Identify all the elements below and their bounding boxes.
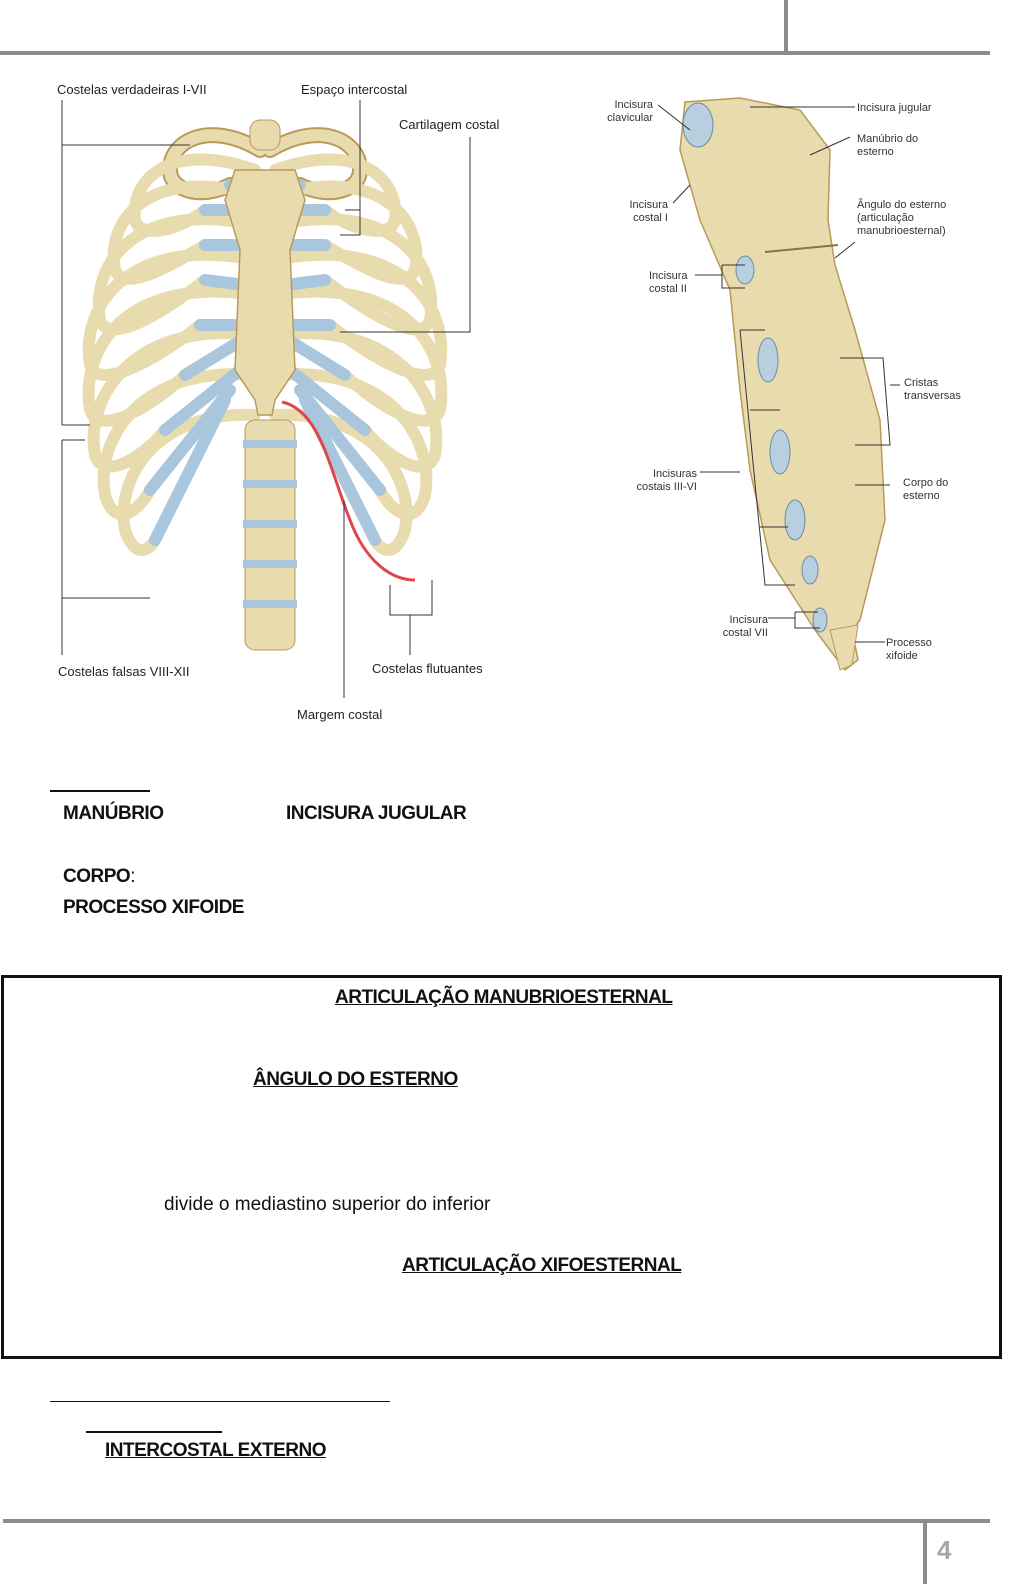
- label-line: Processo: [886, 637, 932, 649]
- heading-articulacao-xifoesternal: ARTICULAÇÃO XIFOESTERNAL: [402, 1255, 682, 1276]
- label-costelas-falsas: Costelas falsas VIII-XII: [58, 664, 190, 679]
- label-line: Ângulo do esterno: [857, 199, 947, 211]
- blank-line: [50, 1401, 390, 1402]
- label-costelas-verdadeiras: Costelas verdadeiras I-VII: [57, 82, 207, 97]
- text-processo-xifoide: PROCESSO XIFOIDE: [63, 897, 244, 918]
- label-costelas-flutuantes: Costelas flutuantes: [372, 661, 483, 676]
- label-line: Incisura: [614, 99, 653, 111]
- heading-angulo-do-esterno: ÂNGULO DO ESTERNO: [253, 1069, 458, 1090]
- header-rule: [0, 51, 990, 55]
- label-line: Manúbrio do: [857, 133, 919, 145]
- label-line: Incisura: [649, 270, 688, 282]
- info-box: [1, 975, 1002, 1359]
- leader-lines-right: [657, 104, 900, 643]
- corpo-label: CORPO: [63, 866, 131, 887]
- label-line: esterno: [857, 146, 894, 158]
- label-margem-costal: Margem costal: [297, 707, 383, 722]
- label-line: costais III-VI: [636, 481, 697, 493]
- ribs: [82, 129, 448, 556]
- blank-line: [86, 1431, 222, 1433]
- label-line: Corpo do: [903, 477, 949, 489]
- label-line: costal I: [633, 212, 668, 224]
- rib-cage-illustration: [82, 119, 448, 651]
- sternum: [224, 169, 306, 416]
- label-incisura-jugular: Incisura jugular: [857, 102, 932, 114]
- footer-divider: [923, 1521, 927, 1584]
- label-line: (articulação: [857, 212, 914, 224]
- text-incisura-jugular: INCISURA JUGULAR: [286, 803, 467, 824]
- label-line: esterno: [903, 490, 940, 502]
- footer-rule: [3, 1519, 990, 1523]
- leader-lines-left: [61, 100, 471, 698]
- label-cartilagem-costal: Cartilagem costal: [399, 117, 500, 132]
- colon: :: [130, 866, 135, 887]
- vertebral-column: [243, 119, 297, 651]
- text-manubrio: MANÚBRIO: [63, 803, 164, 824]
- label-line: Incisura: [629, 199, 668, 211]
- label-line: Cristas: [904, 377, 939, 389]
- page-number: 4: [937, 1535, 952, 1565]
- blank-line: [50, 790, 150, 792]
- heading-articulacao-manubrioesternal: ARTICULAÇÃO MANUBRIOESTERNAL: [335, 987, 673, 1008]
- heading-intercostal-externo: INTERCOSTAL EXTERNO: [105, 1440, 326, 1461]
- label-line: manubrioesternal): [857, 225, 946, 237]
- sternum-lateral-illustration: [679, 97, 886, 672]
- text-divide-mediastino: divide o mediastino superior do inferior: [164, 1194, 491, 1215]
- label-line: costal II: [649, 283, 687, 295]
- header-divider: [784, 0, 788, 53]
- label-line: transversas: [904, 390, 961, 402]
- text-corpo: CORPO:: [63, 866, 135, 888]
- label-line: Incisuras: [652, 468, 697, 480]
- label-line: clavicular: [607, 112, 653, 124]
- label-line: Incisura: [729, 614, 768, 626]
- label-line: xifoide: [886, 650, 918, 662]
- label-espaco-intercostal: Espaço intercostal: [301, 82, 408, 97]
- label-line: costal VII: [722, 627, 768, 639]
- costal-margin-line: [281, 400, 416, 582]
